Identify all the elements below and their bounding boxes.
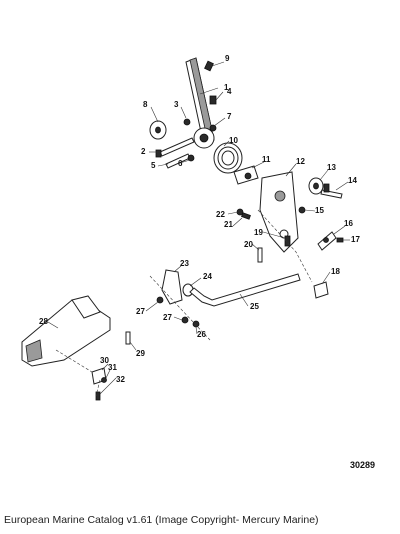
figure-number: 30289: [350, 460, 376, 470]
callout-24: 24: [203, 272, 212, 281]
callout-20: 20: [244, 240, 253, 249]
callout-2: 2: [141, 147, 146, 156]
part-4-bushing: [209, 95, 217, 105]
callout-15: 15: [315, 206, 324, 215]
callout-25: 25: [250, 302, 259, 311]
part-31-clip: [101, 377, 107, 383]
assembly-line: [257, 209, 313, 283]
part-25-rod: [189, 273, 301, 307]
part-8-washer: [149, 120, 167, 140]
part-16-link: [317, 231, 337, 251]
part-26-nut: [192, 320, 200, 328]
callout-6: 6: [178, 159, 183, 168]
part-15-nut: [298, 206, 306, 214]
callout-29: 29: [136, 349, 145, 358]
part-7-nut: [209, 124, 217, 132]
callout-14: 14: [348, 176, 357, 185]
image-caption: European Marine Catalog v1.61 (Image Cop…: [4, 514, 319, 526]
part-3-pin: [183, 118, 191, 126]
callout-23: 23: [180, 259, 189, 268]
part-9-screw: [204, 60, 214, 72]
callout-11: 11: [262, 155, 271, 164]
callout-5: 5: [151, 161, 156, 170]
callout-26: 26: [197, 330, 206, 339]
part-10-spring: [213, 142, 243, 174]
callout-12: 12: [296, 157, 305, 166]
part-21-screw: [241, 212, 251, 220]
callout-8: 8: [143, 100, 148, 109]
part-11-cam: [233, 165, 259, 185]
callout-3: 3: [174, 100, 179, 109]
callout-10: 10: [229, 136, 238, 145]
part-6-nut: [187, 154, 195, 162]
callout-4: 4: [227, 87, 232, 96]
part-14-bolt: [320, 183, 343, 199]
part-32-screw: [95, 391, 101, 401]
assembly-line: [95, 379, 101, 397]
callout-17: 17: [351, 235, 360, 244]
callout-16: 16: [344, 219, 353, 228]
part-28-base-plate: [21, 295, 111, 367]
part-1-lever-arm: [185, 57, 215, 149]
callout-32: 32: [116, 375, 125, 384]
part-20-screw: [257, 247, 263, 263]
part-29-screw: [125, 331, 131, 345]
callout-13: 13: [327, 163, 336, 172]
part-18-clip: [313, 281, 329, 299]
part-2-bolt: [155, 137, 195, 158]
callout-7: 7: [227, 112, 232, 121]
callout-31: 31: [108, 363, 117, 372]
callout-22: 22: [216, 210, 225, 219]
leader-lines: [47, 61, 350, 395]
part-19-pin: [284, 235, 291, 247]
callout-19: 19: [254, 228, 263, 237]
callout-18: 18: [331, 267, 340, 276]
part-17-screw: [336, 237, 344, 243]
part-27-clip-upper: [156, 296, 164, 304]
callout-28: 28: [39, 317, 48, 326]
callout-30: 30: [100, 356, 109, 365]
assembly-line: [55, 349, 93, 373]
callout-27-upper: 27: [136, 307, 145, 316]
callout-9: 9: [225, 54, 230, 63]
part-12-bracket: [259, 171, 299, 253]
callout-1: 1: [224, 83, 229, 92]
callout-21: 21: [224, 220, 233, 229]
part-27-clip-lower: [181, 316, 189, 324]
callout-27-lower: 27: [163, 313, 172, 322]
part-23-bracket: [161, 269, 183, 305]
part-13-bushing: [308, 177, 324, 195]
